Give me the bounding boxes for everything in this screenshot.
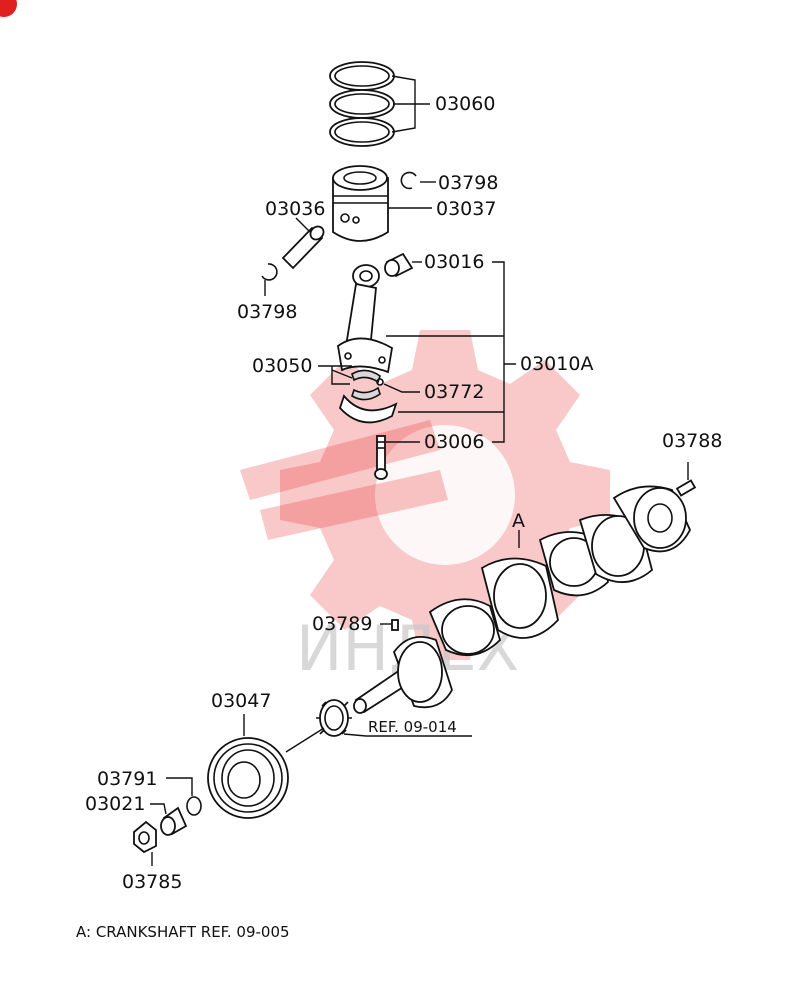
label-gear-ref: REF. 09-014	[368, 718, 457, 736]
leader-03060	[391, 75, 430, 133]
label-03060: 03060	[435, 93, 495, 115]
dowel-pin	[675, 479, 697, 497]
crank-gear	[316, 699, 352, 737]
leader-03021	[150, 803, 167, 815]
connecting-rod	[337, 264, 398, 424]
label-03050: 03050	[252, 355, 312, 377]
label-03036: 03036	[265, 198, 325, 220]
label-03047: 03047	[211, 690, 271, 712]
label-03791: 03791	[97, 768, 157, 790]
label-03798-top: 03798	[438, 172, 498, 194]
label-03785: 03785	[122, 871, 182, 893]
crankshaft	[353, 485, 692, 714]
label-03037: 03037	[436, 198, 496, 220]
bracket-03010A	[386, 261, 516, 443]
leader-gear-ref	[343, 733, 472, 737]
key	[391, 619, 399, 631]
rod-bolt	[374, 435, 388, 480]
label-03016: 03016	[424, 251, 484, 273]
bushing	[384, 252, 414, 278]
corner-badge	[0, 0, 17, 17]
collar	[160, 806, 188, 836]
label-A: A	[512, 510, 525, 532]
leader-03772	[383, 383, 420, 393]
crank-pulley	[207, 737, 289, 819]
snap-ring-left	[261, 263, 278, 281]
leader-03791	[166, 777, 193, 796]
leader-pulley-gear	[285, 727, 325, 753]
leader-03050	[318, 365, 353, 385]
piston-pin	[281, 225, 325, 270]
label-03006: 03006	[424, 431, 484, 453]
footnote: A: CRANKSHAFT REF. 09-005	[76, 923, 290, 941]
pulley-nut	[133, 820, 157, 854]
o-ring	[186, 796, 202, 816]
label-03788: 03788	[662, 430, 722, 452]
label-03798-left: 03798	[237, 301, 297, 323]
snap-ring-top	[400, 171, 417, 190]
label-03789: 03789	[312, 613, 372, 635]
piston	[332, 165, 389, 242]
label-03772: 03772	[424, 381, 484, 403]
leader-03036	[295, 217, 311, 233]
label-03010A: 03010A	[520, 353, 593, 375]
label-03021: 03021	[85, 793, 145, 815]
piston-rings	[329, 61, 395, 147]
